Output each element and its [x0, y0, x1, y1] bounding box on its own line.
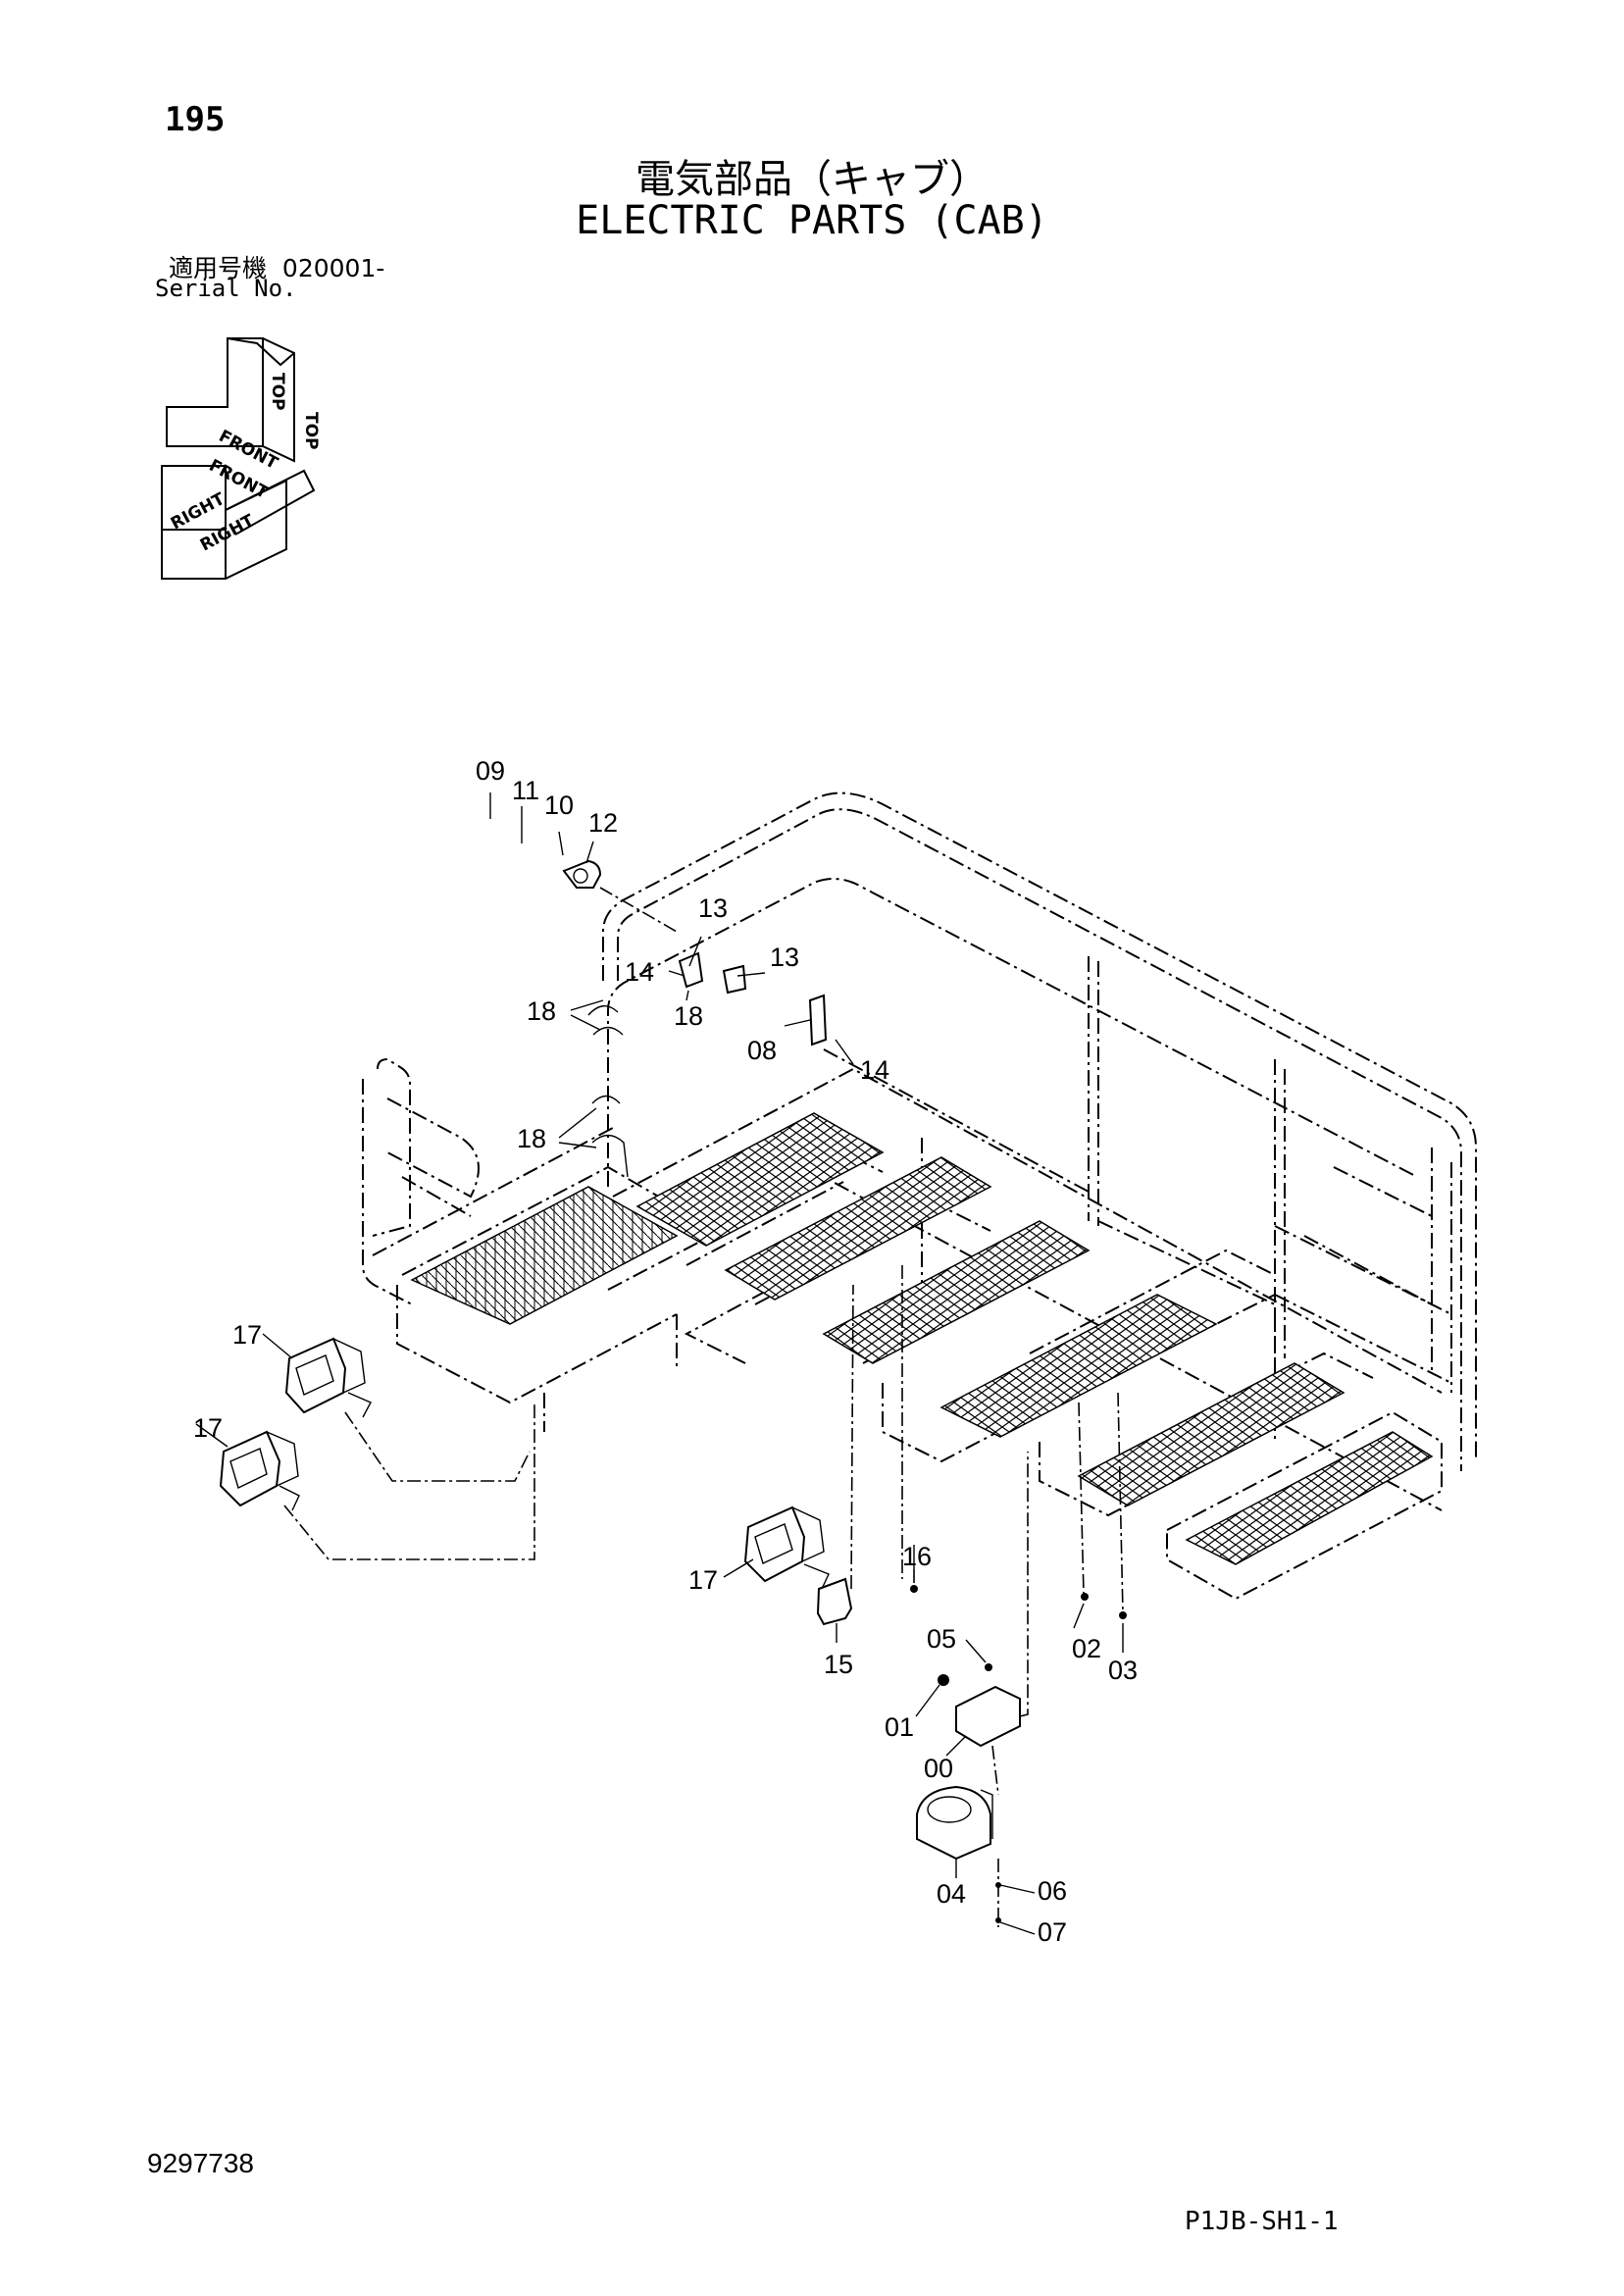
- callout-13-lower: 13: [770, 943, 799, 972]
- callout-04: 04: [937, 1879, 966, 1909]
- serial-value: 020001-: [281, 254, 385, 282]
- serial-applicability: 適用号機 020001-: [169, 249, 384, 284]
- callout-05: 05: [927, 1624, 956, 1654]
- callout-13-upper: 13: [698, 893, 728, 923]
- callout-18-lower: 18: [517, 1124, 546, 1153]
- callout-01: 01: [885, 1712, 914, 1742]
- callout-15: 15: [824, 1650, 853, 1679]
- page-title-japanese: 電気部品（キャブ）: [635, 157, 989, 202]
- orientation-top-label-2: TOP: [301, 412, 321, 450]
- orientation-indicator: TOP TOP FRONT FRONT RIGHT RIGHT: [161, 337, 321, 580]
- callout-14-lower: 14: [860, 1055, 889, 1085]
- callout-06: 06: [1038, 1876, 1067, 1906]
- callout-11: 11: [512, 776, 539, 805]
- serial-label-english: Serial No.: [155, 275, 297, 302]
- callout-09: 09: [476, 756, 505, 786]
- callout-17-lower: 17: [193, 1413, 223, 1443]
- callout-08: 08: [747, 1036, 777, 1065]
- callout-00: 00: [924, 1754, 953, 1783]
- leader-lines: [195, 792, 1124, 1935]
- callout-18-middle: 18: [674, 1001, 703, 1031]
- electrical-parts: [219, 859, 1127, 1923]
- orientation-top-label-1: TOP: [268, 373, 287, 411]
- page-number: 195: [165, 100, 226, 139]
- callout-17-upper: 17: [232, 1320, 262, 1350]
- callout-03: 03: [1108, 1656, 1138, 1685]
- callout-14-upper: 14: [625, 957, 654, 987]
- callout-02: 02: [1072, 1634, 1101, 1663]
- sheet-code: P1JB-SH1-1: [1185, 2207, 1339, 2236]
- mesh-steps: [410, 1112, 1434, 1565]
- callout-17-center: 17: [688, 1565, 718, 1595]
- callout-16: 16: [902, 1542, 932, 1571]
- part-callouts: 09 11 10 12 13 13 14 18 18 08 14 18 17 1…: [193, 756, 1138, 1947]
- callout-10: 10: [544, 791, 574, 820]
- callout-18-upper: 18: [527, 996, 556, 1026]
- page-title-english: ELECTRIC PARTS (CAB): [576, 198, 1048, 243]
- lamp-17-left-lower: [219, 1430, 300, 1511]
- lamp-17-center: [743, 1505, 830, 1590]
- serial-label-japanese: 適用号機: [169, 254, 268, 282]
- callout-12: 12: [588, 808, 618, 838]
- callout-07: 07: [1038, 1917, 1067, 1947]
- lamp-17-left-upper: [284, 1337, 372, 1418]
- document-number: 9297738: [147, 2148, 255, 2178]
